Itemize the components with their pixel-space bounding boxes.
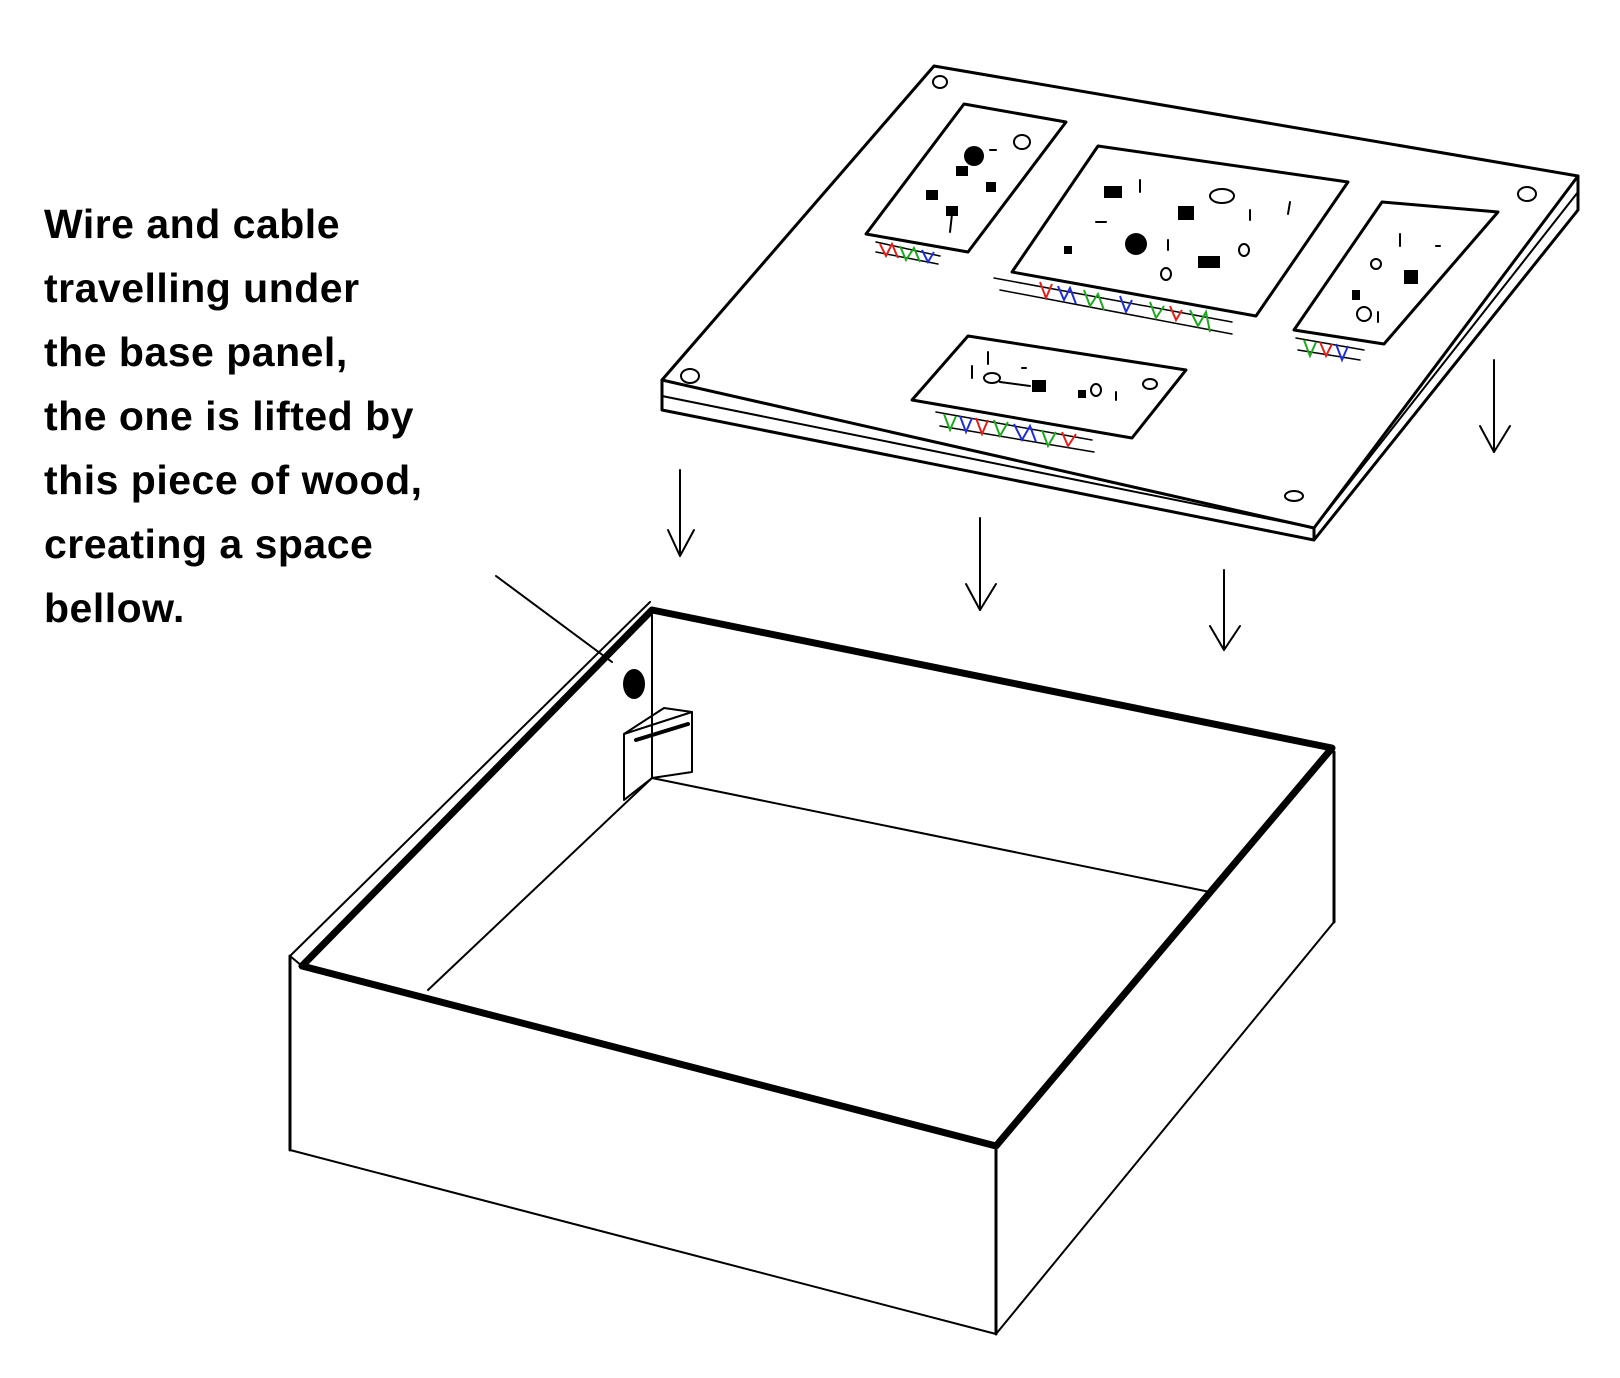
annotation-text: Wire and cable travelling under the base… (44, 201, 434, 631)
annotation-line-1: Wire and cable (44, 201, 340, 247)
box-inner-floor-left (427, 777, 653, 991)
annotation-line-4: the one is lifted by (44, 393, 414, 439)
base-panel (660, 64, 1580, 542)
open-box (288, 601, 1336, 1336)
down-arrow-3 (1209, 569, 1241, 651)
box-rim (298, 606, 1336, 1150)
annotation-line-5: this piece of wood, (44, 457, 423, 503)
cable-hole (623, 669, 645, 699)
annotation-line-7: bellow. (44, 585, 185, 631)
panel-hole-1 (932, 75, 948, 89)
base-panel-right-edge (1312, 174, 1580, 542)
circuit-board-1 (864, 102, 1068, 265)
box-front-bottom (289, 1149, 997, 1335)
panel-hole-4 (1284, 490, 1304, 502)
wood-spacer (623, 707, 693, 801)
circuit-board-4 (910, 334, 1188, 453)
circuit-board-3 (1292, 200, 1500, 363)
box-inner-floor-back (651, 777, 1211, 893)
panel-hole-3 (680, 368, 700, 384)
box-right-bottom (995, 921, 1335, 1335)
annotation-line-6: creating a space (44, 521, 373, 567)
circuit-board-2 (993, 144, 1350, 335)
down-arrow-2 (965, 517, 997, 611)
base-panel-front-edge (660, 378, 1316, 542)
down-arrow-4 (1479, 359, 1511, 453)
annotation-line-3: the base panel, (44, 329, 348, 375)
leader-line (495, 575, 613, 663)
panel-hole-2 (1517, 186, 1537, 202)
annotation-line-2: travelling under (44, 265, 360, 311)
down-arrow-1 (667, 469, 695, 557)
